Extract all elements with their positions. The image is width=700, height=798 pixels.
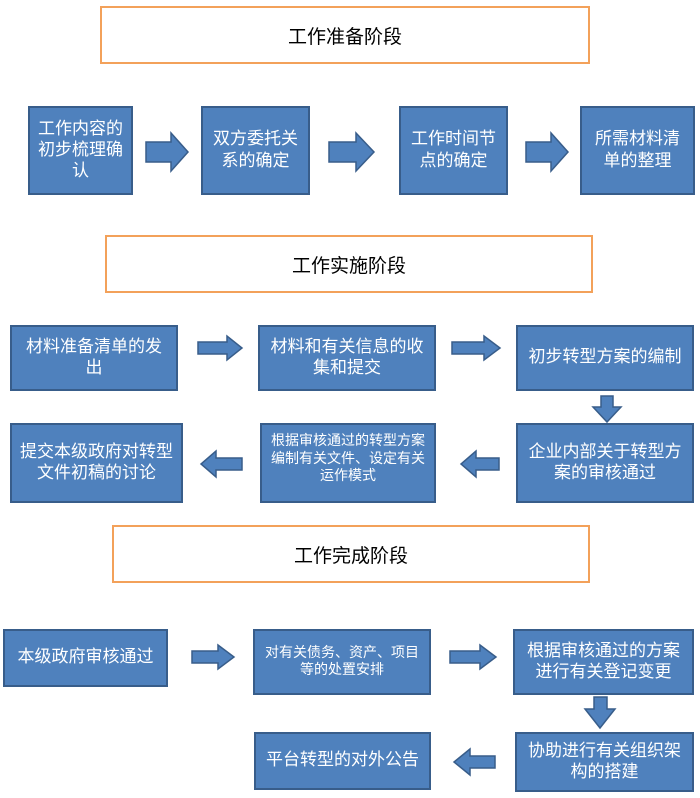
arrow-right-icon xyxy=(451,334,502,362)
arrow-right-icon xyxy=(525,131,570,173)
impl-step-1: 材料准备清单的发出 xyxy=(10,325,178,391)
arrow-left-icon xyxy=(452,747,496,777)
stage-header-preparation: 工作准备阶段 xyxy=(100,6,590,64)
arrow-right-icon xyxy=(449,643,498,671)
impl-step-2: 材料和有关信息的收集和提交 xyxy=(258,325,436,391)
arrow-left-icon xyxy=(199,449,243,479)
prep-step-4: 所需材料清单的整理 xyxy=(580,106,695,195)
arrow-right-icon xyxy=(197,334,244,362)
stage-header-implementation: 工作实施阶段 xyxy=(105,235,593,293)
impl-step-3: 初步转型方案的编制 xyxy=(516,325,694,391)
prep-step-3: 工作时间节点的确定 xyxy=(399,106,508,195)
arrow-right-icon xyxy=(145,131,190,173)
arrow-right-icon xyxy=(191,643,236,671)
done-step-3: 根据审核通过的方案进行有关登记变更 xyxy=(513,629,694,695)
arrow-down-icon xyxy=(591,395,623,424)
stage-header-completion: 工作完成阶段 xyxy=(112,525,590,583)
prep-step-1: 工作内容的初步梳理确认 xyxy=(28,106,133,195)
arrow-right-icon xyxy=(328,131,376,173)
done-step-5: 平台转型的对外公告 xyxy=(254,732,431,790)
impl-step-5: 根据审核通过的转型方案编制有关文件、设定有关运作模式 xyxy=(260,423,436,503)
impl-step-6: 提交本级政府对转型文件初稿的讨论 xyxy=(10,423,183,503)
arrow-down-icon xyxy=(583,696,617,730)
impl-step-4: 企业内部关于转型方案的审核通过 xyxy=(516,423,694,503)
done-step-4: 协助进行有关组织架构的搭建 xyxy=(515,732,694,792)
done-step-1: 本级政府审核通过 xyxy=(3,629,168,687)
prep-step-2: 双方委托关系的确定 xyxy=(201,106,310,195)
arrow-left-icon xyxy=(459,449,500,479)
done-step-2: 对有关债务、资产、项目等的处置安排 xyxy=(253,629,431,695)
